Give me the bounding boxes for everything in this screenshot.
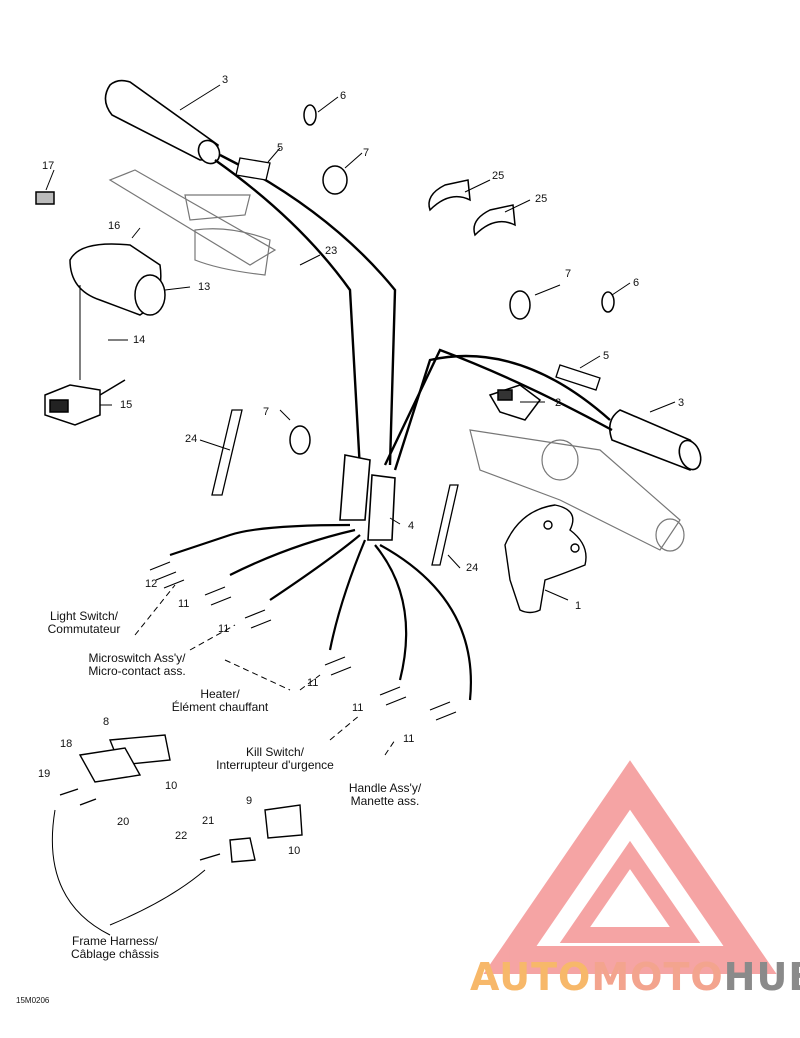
part-number-21: 21 xyxy=(202,815,215,827)
handlebar-left xyxy=(108,169,277,276)
connectors-lower xyxy=(59,734,303,863)
part-number-23: 23 xyxy=(325,245,338,257)
drawing-code: 15M0206 xyxy=(16,996,50,1005)
part-number-7: 7 xyxy=(263,406,270,418)
part-number-17: 17 xyxy=(42,160,55,172)
grip-right xyxy=(609,409,702,471)
label-heater-en: Heater/ xyxy=(200,687,240,701)
watermark-part-1: AUTO xyxy=(470,955,592,999)
label-kill-switch: Kill Switch/ Interrupteur d'urgence xyxy=(200,746,350,772)
switch-housing xyxy=(35,191,166,316)
throttle-lever xyxy=(504,504,587,614)
part-number-7: 7 xyxy=(363,147,370,159)
part-number-6: 6 xyxy=(340,90,347,102)
label-handle-en: Handle Ass'y/ xyxy=(348,781,422,795)
handlebar-right xyxy=(469,429,685,552)
part-number-12: 12 xyxy=(145,578,158,590)
label-handle-fr: Manette ass. xyxy=(350,794,420,808)
part-number-5: 5 xyxy=(603,350,610,362)
part-number-10: 10 xyxy=(165,780,178,792)
part-number-13: 13 xyxy=(198,281,211,293)
label-frame-harness: Frame Harness/ Câblage châssis xyxy=(55,935,175,961)
output-wires xyxy=(169,523,472,701)
part-number-1: 1 xyxy=(575,600,582,612)
label-microswitch: Microswitch Ass'y/ Micro-contact ass. xyxy=(72,652,202,678)
watermark-text: AUTOMOTOHUB xyxy=(470,955,800,999)
label-kill-switch-en: Kill Switch/ xyxy=(245,745,304,759)
part-number-15: 15 xyxy=(120,399,133,411)
harness-junction xyxy=(339,454,396,541)
part-number-16: 16 xyxy=(108,220,121,232)
label-frame-harness-en: Frame Harness/ xyxy=(71,934,159,948)
label-handle: Handle Ass'y/ Manette ass. xyxy=(330,782,440,808)
part-number-10: 10 xyxy=(288,845,301,857)
label-frame-harness-fr: Câblage châssis xyxy=(70,947,160,961)
label-microswitch-fr: Micro-contact ass. xyxy=(88,664,186,678)
part-number-3: 3 xyxy=(678,397,685,409)
label-microswitch-en: Microswitch Ass'y/ xyxy=(88,651,186,665)
part-number-7: 7 xyxy=(565,268,572,280)
part-number-6: 6 xyxy=(633,277,640,289)
part-number-3: 3 xyxy=(222,74,229,86)
part-number-11: 11 xyxy=(352,702,364,714)
watermark-part-3: HUB xyxy=(723,955,800,999)
part-number-18: 18 xyxy=(60,738,73,750)
part-number-22: 22 xyxy=(175,830,188,842)
leader-lines xyxy=(45,84,676,936)
part-number-24: 24 xyxy=(466,562,479,574)
part-number-11: 11 xyxy=(403,733,415,745)
label-light-switch-fr: Commutateur xyxy=(47,622,121,636)
part-number-14: 14 xyxy=(133,334,146,346)
part-number-2: 2 xyxy=(555,397,562,409)
part-number-4: 4 xyxy=(408,520,415,532)
label-heater-fr: Élément chauffant xyxy=(171,700,269,714)
label-light-switch-en: Light Switch/ xyxy=(49,609,119,623)
group-lines xyxy=(134,584,396,756)
kill-switch-body xyxy=(488,384,542,421)
heater-wires xyxy=(214,153,613,471)
part-number-11: 11 xyxy=(218,623,230,635)
part-number-11: 11 xyxy=(307,677,319,689)
label-light-switch: Light Switch/ Commutateur xyxy=(34,610,134,636)
part-number-9: 9 xyxy=(246,795,253,807)
part-number-20: 20 xyxy=(117,816,130,828)
part-number-19: 19 xyxy=(38,768,51,780)
cable-ties xyxy=(289,104,615,455)
part-number-5: 5 xyxy=(277,142,284,154)
part-number-25: 25 xyxy=(535,193,548,205)
light-switch-part xyxy=(44,379,126,426)
grip-left xyxy=(104,79,221,165)
part-number-25: 25 xyxy=(492,170,505,182)
clamps xyxy=(428,179,516,237)
label-heater: Heater/ Élément chauffant xyxy=(165,688,275,714)
watermark-logo xyxy=(483,760,777,974)
part-number-24: 24 xyxy=(185,433,198,445)
watermark-part-2: MOTO xyxy=(591,955,724,999)
part-number-11: 11 xyxy=(178,598,190,610)
part-number-8: 8 xyxy=(103,716,110,728)
sleeves xyxy=(211,157,601,566)
terminal-clusters xyxy=(149,561,457,721)
label-kill-switch-fr: Interrupteur d'urgence xyxy=(216,758,334,772)
